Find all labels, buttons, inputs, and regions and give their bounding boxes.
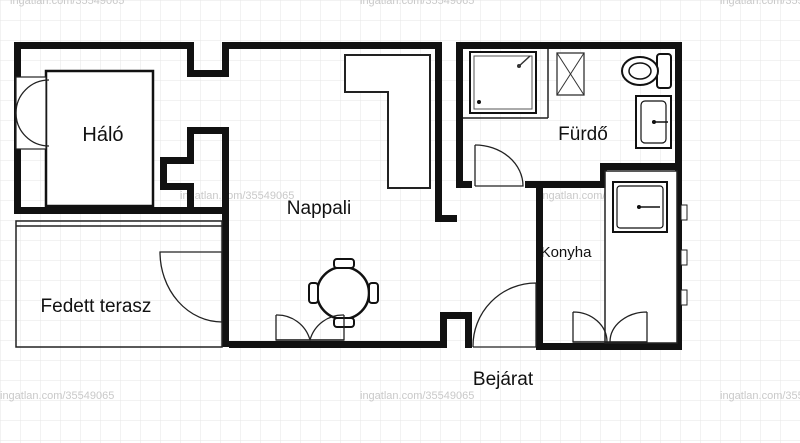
watermark-mid-left: ingatlan.com/35549065 bbox=[180, 190, 294, 202]
bed bbox=[44, 69, 155, 208]
room-label-terasz: Fedett terasz bbox=[41, 296, 152, 317]
shower bbox=[469, 51, 537, 114]
washing-machine bbox=[556, 52, 585, 96]
watermark-bottom-left: ingatlan.com/35549065 bbox=[0, 390, 114, 402]
watermark-bottom-right: ingatlan.com/35549065 bbox=[720, 390, 800, 402]
dining-table bbox=[308, 258, 379, 328]
walls bbox=[14, 42, 682, 350]
label-bejarat: Bejárat bbox=[473, 369, 534, 390]
bathroom-sink bbox=[635, 95, 672, 149]
watermark-top-mid: ingatlan.com/35549065 bbox=[360, 0, 474, 7]
entrance-door bbox=[472, 282, 537, 348]
watermark-top-right: ingatlan.com/35549065 bbox=[720, 0, 800, 7]
watermark-top-left: ingatlan.com/35549065 bbox=[10, 0, 124, 7]
shower-curtain-line bbox=[463, 49, 549, 119]
kitchen-window bbox=[572, 311, 648, 343]
room-label-konyha: Konyha bbox=[541, 244, 593, 261]
kitchen-counter-l bbox=[344, 54, 431, 189]
living-window bbox=[275, 314, 345, 341]
bathroom-door bbox=[474, 144, 524, 187]
kitchen-counter bbox=[604, 170, 688, 344]
room-label-halo: Háló bbox=[82, 124, 123, 146]
bedroom-window-door bbox=[15, 76, 50, 150]
terrace-door bbox=[159, 251, 223, 323]
watermark-bottom-mid: ingatlan.com/35549065 bbox=[360, 390, 474, 402]
toilet bbox=[621, 53, 672, 89]
room-label-nappali: Nappali bbox=[287, 198, 351, 219]
room-label-furdo: Fürdő bbox=[558, 124, 608, 145]
